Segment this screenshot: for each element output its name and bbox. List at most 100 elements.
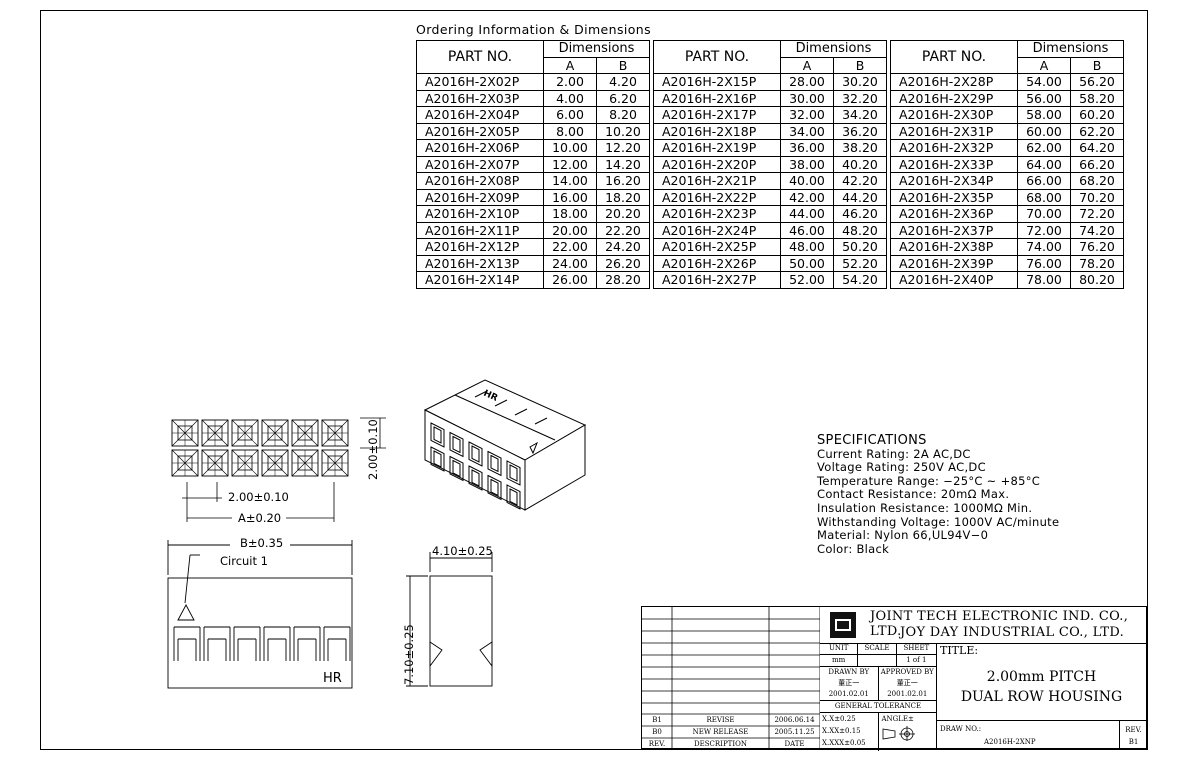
dim-b: 80.20 (1070, 271, 1124, 289)
dim-a: 40.00 (780, 172, 834, 190)
dimensions-header: Dimensions (1017, 40, 1124, 58)
dim-a: 48.00 (780, 238, 834, 256)
part-number: A2016H-2X23P (653, 205, 781, 223)
part-number: A2016H-2X03P (416, 89, 544, 107)
dimensions-header: Dimensions (543, 40, 650, 58)
dim-a-header: A (780, 56, 834, 74)
company-logo-icon (830, 612, 856, 638)
iso-hole (468, 465, 483, 491)
spec-line: Voltage Rating: 250V AC,DC (817, 460, 986, 475)
part-number: A2016H-2X26P (653, 254, 781, 272)
part-number: A2016H-2X16P (653, 89, 781, 107)
dim-a: 74.00 (1017, 238, 1071, 256)
dim-b: 20.20 (596, 205, 650, 223)
dim-a: 6.00 (543, 106, 597, 124)
width-label: 4.10±0.25 (432, 544, 493, 558)
dim-a: 42.00 (780, 188, 834, 206)
part-number: A2016H-2X08P (416, 172, 544, 190)
dim-b: 22.20 (596, 221, 650, 239)
dim-a: 8.00 (543, 122, 597, 140)
dim-b-header: B (1070, 56, 1124, 74)
iso-hole-inner (471, 445, 480, 463)
iso-hole (487, 474, 502, 501)
dim-a: 12.00 (543, 155, 597, 173)
part-number: A2016H-2X39P (890, 254, 1018, 272)
iso-hole-inner (433, 450, 442, 468)
circuit-label: Circuit 1 (220, 554, 268, 568)
dim-b: 56.20 (1070, 73, 1124, 91)
dim-b: 60.20 (1070, 106, 1124, 124)
part-number: A2016H-2X20P (653, 155, 781, 173)
spec-line: Temperature Range: −25°C ~ +85°C (817, 473, 1041, 488)
title-label: TITLE: (940, 644, 979, 657)
part-number: A2016H-2X17P (653, 106, 781, 124)
part-number: A2016H-2X06P (416, 139, 544, 157)
spec-line: Material: Nylon 66,UL94V−0 (817, 528, 989, 543)
iso-hole-inner (452, 435, 461, 454)
pin-grid (171, 419, 349, 477)
pin-cell (321, 449, 349, 477)
dim-a: 14.00 (543, 172, 597, 190)
part-number: A2016H-2X37P (890, 221, 1018, 239)
part-number: A2016H-2X25P (653, 238, 781, 256)
b-dim-label: B±0.35 (240, 536, 284, 550)
dim-b: 66.20 (1070, 155, 1124, 173)
iso-mark: HR (482, 389, 499, 404)
dim-a-header: A (1017, 56, 1071, 74)
dim-b: 34.20 (833, 106, 887, 124)
iso-hole (468, 441, 483, 467)
dim-b: 74.20 (1070, 221, 1124, 239)
dim-a: 28.00 (780, 73, 834, 91)
iso-hole-inner (471, 469, 480, 487)
dim-b: 26.20 (596, 254, 650, 272)
part-number: A2016H-2X07P (416, 155, 544, 173)
dim-b: 10.20 (596, 122, 650, 140)
dim-b: 14.20 (596, 155, 650, 173)
part-number: A2016H-2X28P (890, 73, 1018, 91)
front-tooth (203, 626, 231, 661)
part-number: A2016H-2X21P (653, 172, 781, 190)
company-header: JOINT TECH ELECTRONIC IND. CO., LTD. JOY… (820, 607, 1147, 644)
dim-a: 4.00 (543, 89, 597, 107)
pitch-h-label: 2.00±0.10 (228, 490, 289, 504)
part-number: A2016H-2X32P (890, 139, 1018, 157)
dim-a: 72.00 (1017, 221, 1071, 239)
dim-b: 68.20 (1070, 172, 1124, 190)
front-tooth (173, 626, 201, 661)
isometric-view: HR (423, 379, 587, 511)
dim-b-header: B (596, 56, 650, 74)
dim-a: 10.00 (543, 139, 597, 157)
pin-cell (321, 419, 349, 447)
iso-hole (506, 460, 521, 486)
dim-b: 44.20 (833, 188, 887, 206)
dim-a: 22.00 (543, 238, 597, 256)
company-name-2: JOY DAY INDUSTRIAL CO., LTD. (900, 625, 1125, 640)
iso-hole-inner (509, 464, 518, 482)
dim-b: 40.20 (833, 155, 887, 173)
title-line-1: 2.00mm PITCH (986, 669, 1097, 685)
side-view-drawing (406, 552, 493, 687)
a-dim-label: A±0.20 (238, 511, 282, 525)
dim-a: 54.00 (1017, 73, 1071, 91)
spec-line: Insulation Resistance: 1000MΩ Min. (817, 500, 1033, 515)
dim-b: 42.20 (833, 172, 887, 190)
part-no-header: PART NO. (416, 40, 544, 74)
dim-a: 18.00 (543, 205, 597, 223)
front-tooth (233, 626, 261, 661)
part-number: A2016H-2X24P (653, 221, 781, 239)
